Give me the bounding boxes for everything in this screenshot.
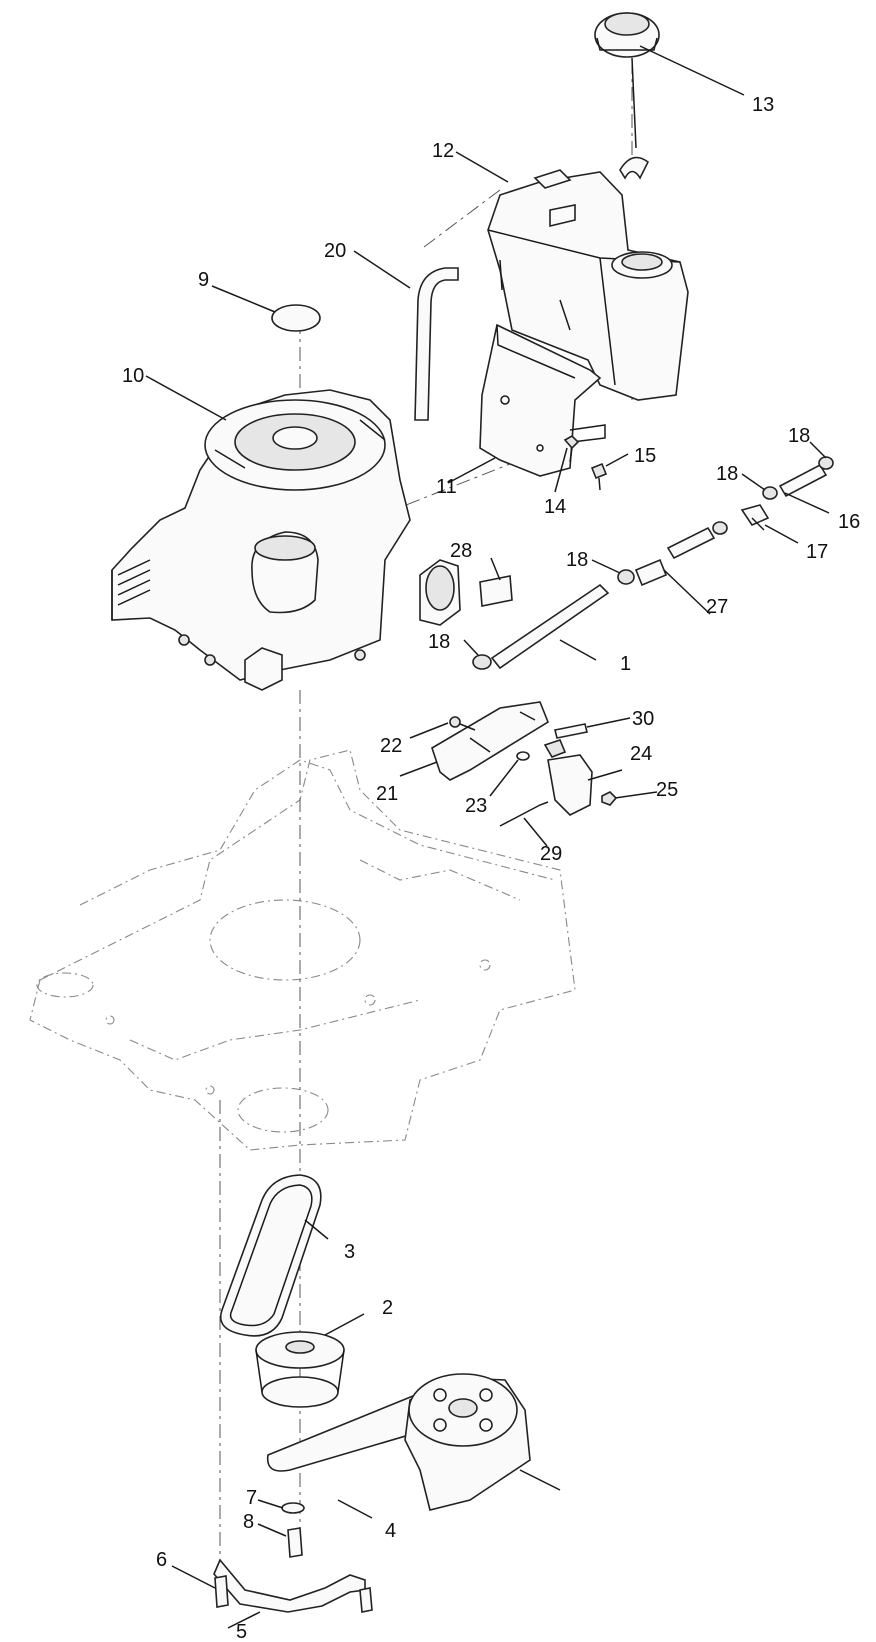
callout-3: 3 — [344, 1241, 355, 1263]
callout-6: 6 — [156, 1549, 167, 1571]
vent-hose — [414, 267, 459, 421]
fuel-tee-17 — [740, 504, 770, 531]
callout-10: 10 — [122, 365, 144, 387]
callout-25: 25 — [656, 779, 678, 801]
callout-18-top: 18 — [788, 425, 810, 447]
pulley-2 — [255, 1331, 345, 1408]
washer-23 — [516, 751, 530, 761]
screw-22 — [449, 716, 476, 731]
fuel-filter-27 — [634, 558, 668, 587]
callout-18-tee: 18 — [716, 463, 738, 485]
mower-deck-frame — [29, 749, 576, 1151]
strip-30 — [554, 723, 588, 739]
decal-28 — [479, 575, 513, 607]
fuel-line-16 — [762, 456, 834, 500]
callout-17: 17 — [806, 541, 828, 563]
leader-lines — [145, 45, 830, 1629]
throttle-bracket-21 — [431, 701, 549, 781]
callout-21: 21 — [376, 783, 398, 805]
callout-5: 5 — [236, 1621, 247, 1642]
callout-27: 27 — [706, 596, 728, 618]
callout-30: 30 — [632, 708, 654, 730]
callout-18-filter: 18 — [566, 549, 588, 571]
callout-4: 4 — [385, 1520, 396, 1542]
spring-29 — [499, 801, 549, 827]
fuel-line-1 — [490, 583, 610, 670]
transaxle — [404, 1373, 561, 1511]
callout-7: 7 — [246, 1487, 257, 1509]
callout-9: 9 — [198, 269, 209, 291]
callout-18-bottom: 18 — [428, 631, 450, 653]
idler-bracket-5 — [213, 1558, 366, 1613]
callout-8: 8 — [243, 1511, 254, 1533]
bolt-8 — [287, 1527, 303, 1558]
callout-12: 12 — [432, 140, 454, 162]
fuel-line-segment — [666, 521, 728, 560]
hose-clamp-18-lower — [472, 654, 492, 670]
washer-7 — [281, 1502, 305, 1514]
callout-14: 14 — [544, 496, 566, 518]
callout-28: 28 — [450, 540, 472, 562]
engine-decal — [271, 304, 321, 332]
bracket-bolt-14 — [563, 435, 580, 463]
bolt-5-right — [359, 1587, 373, 1613]
tank-bolt-15 — [590, 462, 608, 491]
callout-2: 2 — [382, 1297, 393, 1319]
callout-15: 15 — [634, 445, 656, 467]
hose-clamp-18-mid — [617, 569, 635, 585]
nut-25 — [601, 791, 618, 806]
drive-belt-3 — [220, 1174, 322, 1337]
callout-labels: 1 2 3 4 5 6 7 8 9 10 11 12 13 14 15 16 1… — [122, 94, 860, 1642]
fuel-cap — [594, 12, 660, 180]
engine — [111, 389, 461, 691]
callout-22: 22 — [380, 735, 402, 757]
callout-1: 1 — [620, 653, 631, 675]
callout-13: 13 — [752, 94, 774, 116]
callout-11: 11 — [436, 476, 457, 498]
control-lever-24 — [543, 739, 593, 816]
callout-29: 29 — [540, 843, 562, 865]
callout-20: 20 — [324, 240, 346, 262]
fuel-tank — [487, 169, 689, 401]
callout-23: 23 — [465, 795, 487, 817]
callout-16: 16 — [838, 511, 860, 533]
callout-24: 24 — [630, 743, 652, 765]
bolt-6 — [214, 1575, 229, 1608]
